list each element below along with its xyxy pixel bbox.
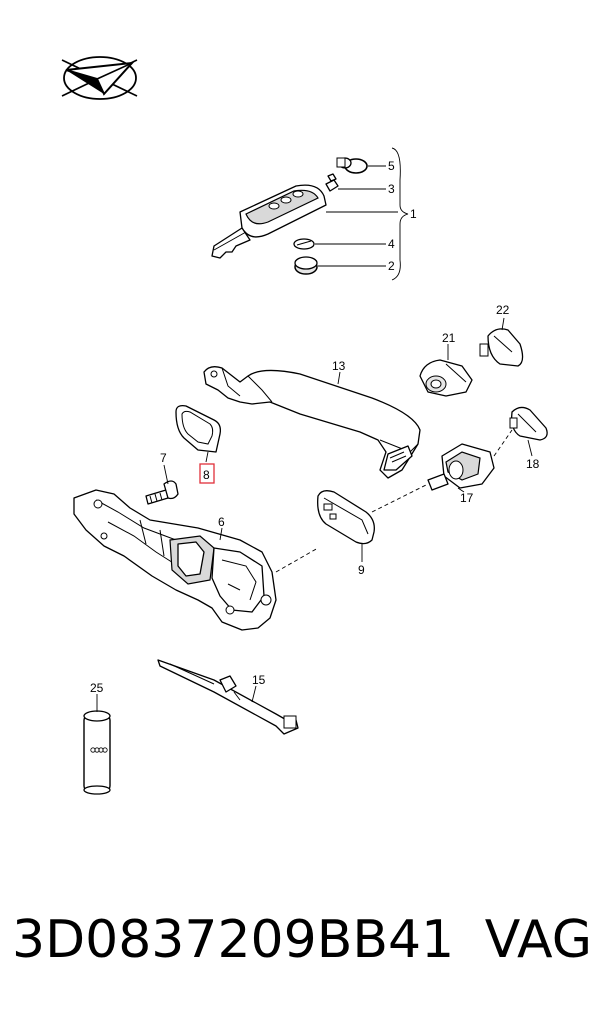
label-25: 25 (90, 681, 104, 695)
part-number: 3D0837209BB41 (12, 910, 455, 970)
highlight-box (199, 463, 215, 484)
label-13: 13 (332, 359, 346, 373)
key-ring-part (336, 157, 368, 174)
lock-cylinder-part-17 (427, 443, 495, 491)
seal-part-8 (175, 404, 222, 453)
tube-part-25 (83, 710, 111, 795)
door-handle-part (203, 366, 421, 479)
label-3: 3 (388, 182, 395, 196)
part-number-caption: 3D0837209BB41 VAG (12, 905, 592, 975)
label-21: 21 (442, 331, 456, 345)
label-1: 1 (410, 207, 417, 221)
label-2: 2 (388, 259, 395, 273)
key-fob (211, 184, 327, 259)
paper-plane-logo (61, 56, 138, 100)
brand-name: VAG (484, 910, 592, 970)
battery-part (293, 238, 315, 250)
label-4: 4 (388, 237, 395, 251)
label-15: 15 (252, 673, 266, 687)
label-8: 8 (203, 468, 210, 482)
label-18: 18 (526, 457, 540, 471)
handle-carrier-part-6 (73, 489, 277, 631)
bolt-part-7 (145, 480, 179, 505)
label-9: 9 (358, 563, 365, 577)
end-cap-part-18 (509, 406, 548, 441)
label-7: 7 (160, 451, 167, 465)
coin-cell-part (294, 256, 318, 275)
label-22: 22 (496, 303, 510, 317)
label-6: 6 (218, 515, 225, 529)
cable-tie-part-15 (157, 659, 299, 735)
cover-cap-part-9 (317, 490, 375, 545)
label-17: 17 (460, 491, 474, 505)
cap-part-22 (479, 328, 524, 367)
label-5: 5 (388, 159, 395, 173)
cylinder-part-21 (419, 359, 473, 397)
small-clip-part (325, 173, 339, 192)
